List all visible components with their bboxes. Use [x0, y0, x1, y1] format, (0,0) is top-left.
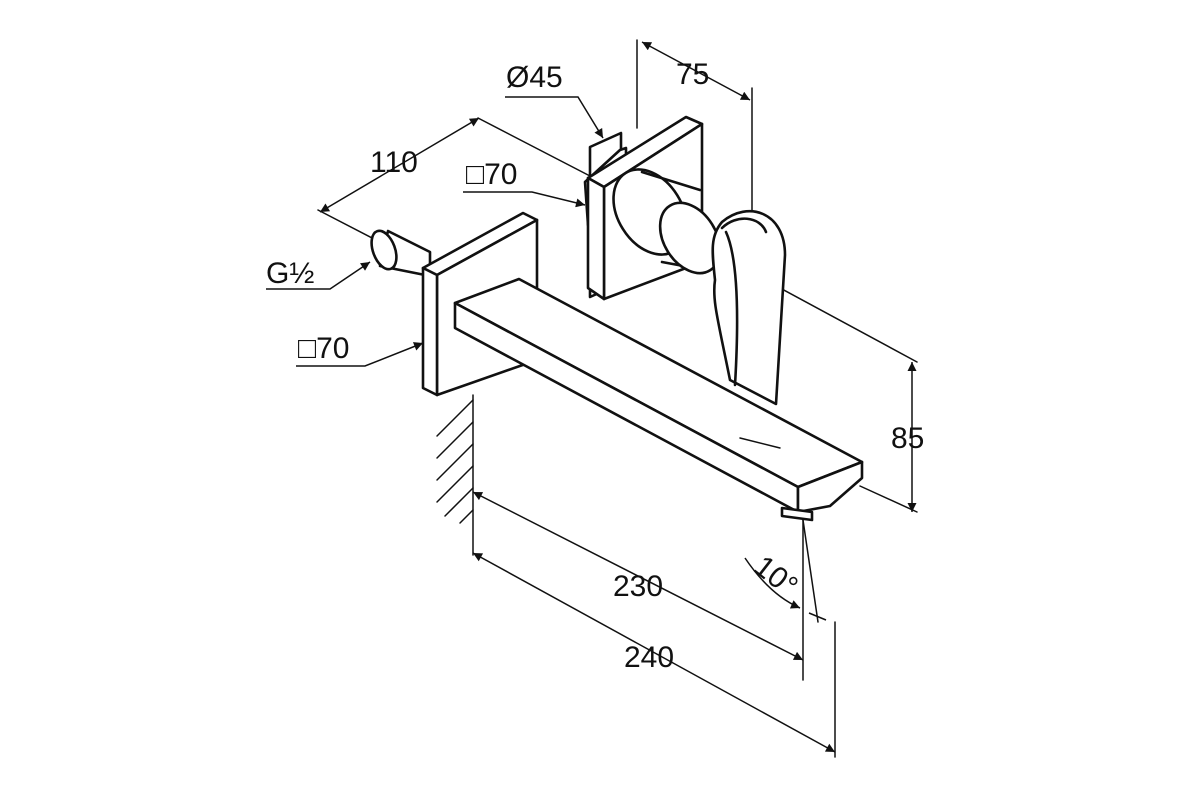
angle-label: 10° [748, 550, 804, 604]
mixer-body [583, 115, 722, 301]
leader-lines [266, 96, 604, 367]
projection-short-label: 230 [613, 570, 663, 603]
wall-hatching [436, 394, 474, 556]
front-plate-label: □70 [298, 332, 350, 365]
plate-offset-label: 110 [370, 146, 418, 179]
projection-long-label: 240 [624, 641, 674, 674]
pipe-diameter-label: Ø45 [506, 61, 563, 94]
thread-label: G½ [266, 257, 314, 290]
inlet-pipe [370, 229, 432, 278]
dimension-lines [319, 41, 917, 753]
spout [453, 277, 864, 522]
depth-label: 75 [676, 58, 709, 91]
rear-plate-label: □70 [466, 158, 518, 191]
lever-handle [711, 210, 787, 406]
height-label: 85 [891, 422, 924, 455]
